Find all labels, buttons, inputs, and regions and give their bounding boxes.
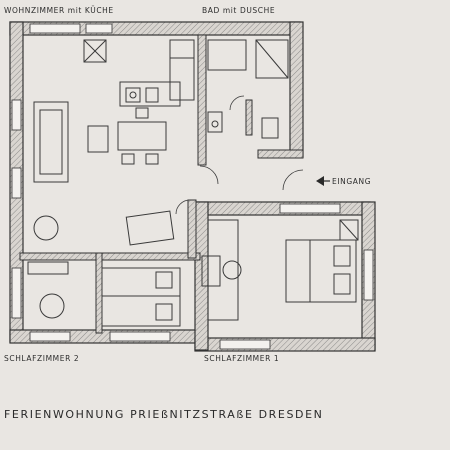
room-label-living-kitchen: WOHNZIMMER mit KÜCHE [4, 6, 114, 15]
windows [11, 23, 374, 350]
interior-walls [19, 34, 304, 334]
plan-title: FERIENWOHNUNG PRIEßNITZSTRAßE DRESDEN [4, 408, 324, 421]
furniture [27, 39, 359, 327]
room-label-bedroom-2: SCHLAFZIMMER 2 [4, 354, 80, 363]
room-label-entrance: EINGANG [332, 177, 372, 186]
entrance-arrow [316, 176, 330, 186]
room-label-bath: BAD mit DUSCHE [202, 6, 276, 15]
room-label-bedroom-1: SCHLAFZIMMER 1 [204, 354, 280, 363]
door-swings [175, 95, 304, 215]
